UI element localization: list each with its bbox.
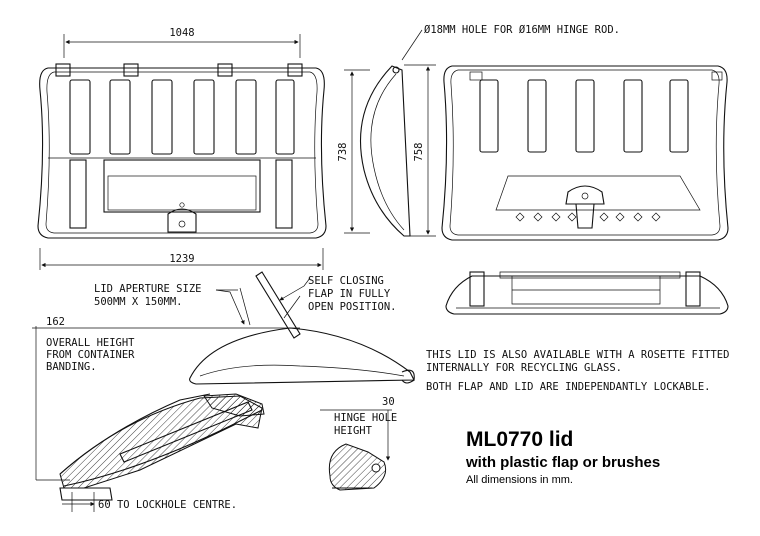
- dim-hinge-hole: 30: [382, 396, 395, 408]
- lockable-note: BOTH FLAP AND LID ARE INDEPENDANTLY LOCK…: [426, 381, 710, 393]
- plan-view-top: [441, 65, 729, 241]
- overall-height-note-3: BANDING.: [46, 361, 97, 373]
- leader-lines: [215, 277, 311, 325]
- dim-top-width: 1048: [169, 27, 194, 39]
- plan-view-underside: [37, 34, 327, 270]
- overall-height-note-1: OVERALL HEIGHT: [46, 337, 135, 349]
- dim-side-height: 738: [337, 143, 349, 162]
- hinge-hole-note-2: HEIGHT: [334, 425, 373, 437]
- hinge-detail: [320, 409, 392, 491]
- rosette-note-1: THIS LID IS ALSO AVAILABLE WITH A ROSETT…: [426, 349, 729, 361]
- dim-bottom-width: 1239: [169, 253, 194, 265]
- lockhole-dimension: 60 TO LOCKHOLE CENTRE.: [98, 499, 237, 511]
- self-closing-note-2: FLAP IN FULLY: [308, 288, 391, 300]
- aperture-note-1: LID APERTURE SIZE: [94, 283, 201, 295]
- self-closing-note-3: OPEN POSITION.: [308, 301, 397, 313]
- drawing-title: ML0770 lid: [466, 428, 573, 451]
- flap-open-profile: [189, 271, 415, 385]
- hinge-hole-note-1: HINGE HOLE: [334, 412, 397, 424]
- drawing-subtitle: with plastic flap or brushes: [465, 454, 660, 471]
- dim-side-height-full: 758: [413, 143, 425, 162]
- hinge-rod-note: Ø18MM HOLE FOR Ø16MM HINGE ROD.: [424, 24, 620, 36]
- front-elevation: [445, 271, 729, 315]
- side-profile-view: [344, 29, 436, 237]
- overall-height-note-2: FROM CONTAINER: [46, 349, 135, 361]
- dim-overall-height: 162: [46, 316, 65, 328]
- self-closing-note-1: SELF CLOSING: [308, 275, 384, 287]
- cross-section: [32, 326, 300, 512]
- rosette-note-2: INTERNALLY FOR RECYCLING GLASS.: [426, 362, 622, 374]
- units-note: All dimensions in mm.: [466, 474, 573, 486]
- aperture-note-2: 500MM X 150MM.: [94, 296, 183, 308]
